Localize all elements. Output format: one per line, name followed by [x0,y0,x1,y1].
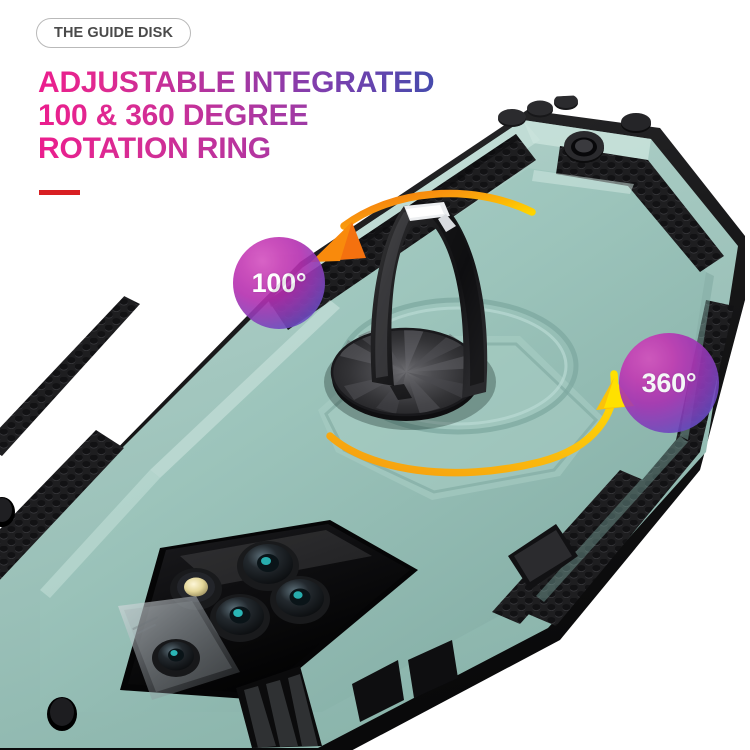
camera-lens-2 [270,576,330,624]
honeycomb-strip-right [528,300,734,626]
ring-kickstand [324,202,496,430]
rotation-angle-label: 360° [641,367,697,398]
camera-glass-protector [118,596,240,700]
headline-line-3: ROTATION RING [38,132,508,165]
headline-line-1: ADJUSTABLE INTEGRATED [38,66,508,99]
right-lower-button [352,640,458,722]
headline-line-2: 100 & 360 DEGREE [38,99,508,132]
camera-flash [170,568,222,610]
camera-lens-4 [152,639,200,677]
accent-rule [39,190,80,195]
top-edge-port [621,113,651,133]
camera-microtext [132,616,158,635]
side-buttons [498,94,578,127]
bottom-grip-ribs [236,666,322,748]
camera-lens-3 [210,594,270,642]
tilt-angle-badge: 100° [233,237,325,329]
right-side-button [508,524,578,590]
honeycomb-strip-upper-right [556,146,724,272]
ring-highlight-strip [404,202,456,232]
eyebrow-badge: THE GUIDE DISK [36,18,192,48]
eyebrow-label: THE GUIDE DISK [54,25,174,41]
rotation-angle-badge: 360° [619,333,719,433]
left-edge-hole [0,497,15,527]
corner-port-hole [564,131,604,163]
disk-brushed-finish [340,328,478,414]
page-title: ADJUSTABLE INTEGRATED 100 & 360 DEGREE R… [38,66,508,165]
tilt-angle-label: 100° [251,267,307,298]
bottom-port-hole [47,697,77,731]
arrow-tilt [311,189,536,262]
camera-module [118,520,418,700]
case-body [0,94,738,748]
camera-lens-1 [237,541,299,591]
